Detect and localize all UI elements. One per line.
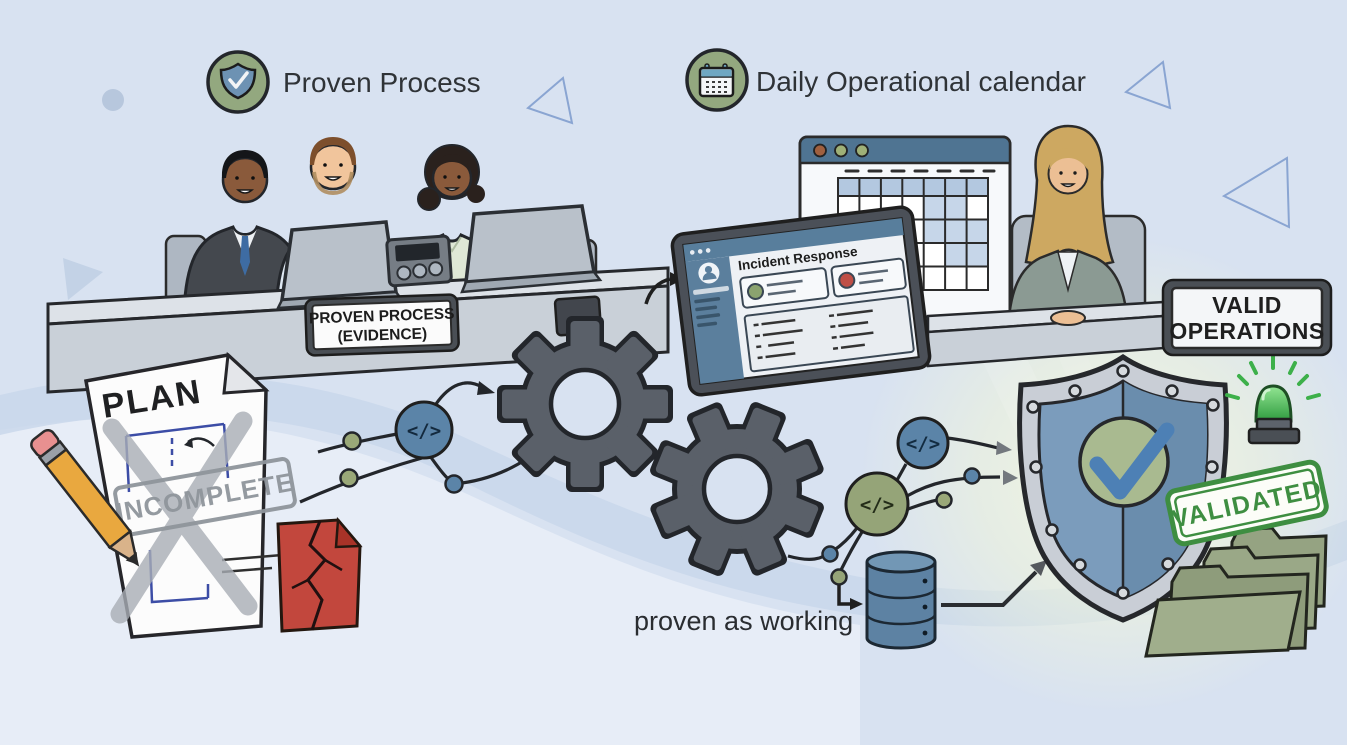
dot-decoration [102, 89, 124, 111]
avatar-icon [698, 262, 720, 284]
hair-bun [417, 187, 441, 211]
gear-icon [650, 402, 824, 576]
control-panel [385, 234, 453, 288]
hair-fringe [434, 154, 470, 172]
arrow-icon [1003, 470, 1018, 485]
sign-evidence: PROVEN PROCESS (EVIDENCE) [304, 293, 460, 357]
beacon-dome [1254, 384, 1293, 423]
x-mark-icon [102, 411, 258, 624]
shield-check-icon [219, 62, 257, 100]
hair [221, 150, 269, 178]
check-circle [1078, 416, 1170, 508]
arrow-icon [850, 598, 863, 610]
triangle-outline-decoration [526, 76, 574, 125]
detail-panel [743, 295, 915, 373]
node-dot [830, 568, 848, 586]
code-icon: </> [844, 471, 910, 537]
beacon-rays [1225, 354, 1321, 400]
caption-proven-as-working: proven as working [634, 606, 853, 636]
code-icon: </> [896, 416, 950, 470]
gear-icon [497, 316, 673, 492]
hair-bun [467, 185, 485, 203]
flow-right: </> </> [787, 416, 1018, 571]
laptop-icon [279, 220, 398, 302]
beard [312, 171, 354, 196]
arrow-icon [477, 381, 495, 395]
triangle-outline-decoration [1221, 156, 1291, 229]
laptop-base [460, 270, 603, 294]
arrow-to-shield [941, 560, 1047, 607]
node-dot [444, 474, 464, 494]
code-glyph: </> [906, 433, 940, 455]
node-dot [963, 467, 981, 485]
hair [309, 137, 357, 165]
shield-check-badge [1017, 353, 1229, 623]
shirt [1057, 251, 1079, 293]
code-icon: </> [394, 400, 454, 460]
tablet: Incident Response [644, 205, 932, 397]
sidebar-items [694, 297, 721, 328]
hands [1050, 310, 1086, 326]
badge-proven-process: Proven Process [206, 50, 481, 114]
plan-document: PLAN INCOMPLETE [30, 351, 363, 639]
triangle-decoration [63, 258, 103, 300]
crack [306, 520, 328, 631]
database-pointer [830, 568, 863, 610]
window-dots-icon [813, 143, 869, 158]
presenter-person [1006, 124, 1147, 332]
hair-fringe [1049, 148, 1088, 170]
proven-process-label: Proven Process [283, 67, 481, 98]
sidebar-item [693, 285, 729, 295]
folder-stack-icon [1144, 526, 1328, 658]
window-dots-icon [689, 248, 711, 255]
badge-daily-calendar: Daily Operational calendar [685, 48, 1086, 112]
pencil-icon [30, 428, 140, 567]
check-icon [1089, 422, 1175, 500]
status-card-alert [830, 257, 907, 298]
arrow-to-tablet [644, 277, 671, 305]
broken-file-icon [276, 516, 363, 633]
code-glyph: </> [860, 494, 894, 516]
tablet-titlebar [683, 218, 904, 262]
sign-valid-operations: VALID OPERATIONS [1161, 278, 1333, 357]
status-card-ok [739, 267, 830, 309]
hair [1024, 124, 1115, 270]
paper-fold [222, 351, 270, 395]
evidence-sign-line2: (EVIDENCE) [337, 325, 427, 345]
valid-sign-line1: VALID [1212, 292, 1282, 318]
triangle-outline-decoration [1123, 60, 1172, 110]
database-icon [865, 550, 937, 650]
beacon-light-icon [1225, 354, 1321, 445]
code-glyph: </> [407, 420, 441, 442]
calendar-icon [698, 63, 735, 98]
arrow-icon [1030, 560, 1047, 576]
window-titlebar [798, 135, 1012, 165]
valid-sign-line2: OPERATIONS [1169, 318, 1324, 344]
laptop-icon [464, 204, 597, 284]
tie [240, 236, 250, 276]
tablet-sidebar [685, 256, 745, 384]
arrow-icon [996, 441, 1012, 455]
decorative-shapes [63, 60, 1291, 300]
daily-calendar-label: Daily Operational calendar [756, 66, 1086, 97]
node-dot [339, 468, 359, 488]
node-dot [935, 491, 953, 509]
green-status-dot [746, 282, 764, 300]
red-status-dot [838, 271, 856, 289]
node-dot [821, 545, 839, 563]
node-dot [342, 431, 362, 451]
evidence-sign-line1: PROVEN PROCESS [309, 305, 455, 327]
